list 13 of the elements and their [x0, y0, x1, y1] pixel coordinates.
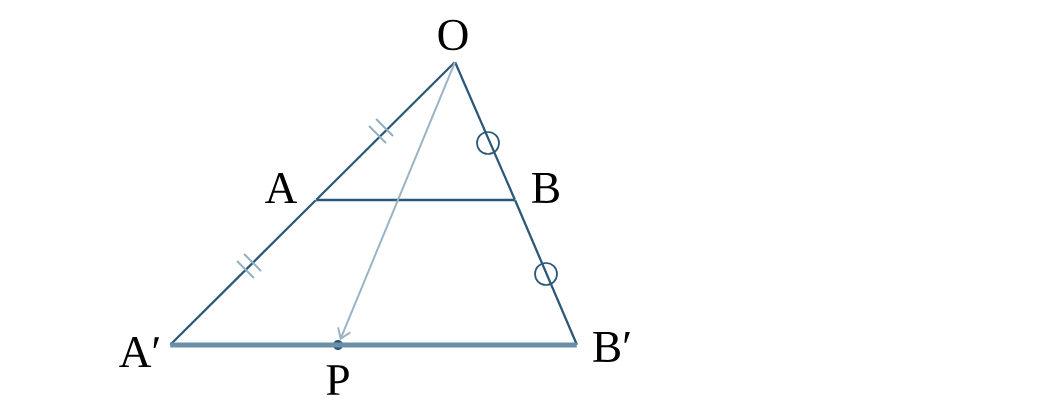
vertex-label: A	[265, 173, 298, 203]
line-segment	[170, 342, 577, 348]
vertex-label: B	[532, 173, 559, 203]
node-label: P	[326, 365, 349, 395]
arrow	[337, 61, 456, 341]
vertex-label: O	[438, 19, 468, 51]
line-segment	[315, 61, 456, 201]
line-segment	[316, 198, 515, 202]
line-segment	[169, 199, 317, 346]
line-segment	[514, 199, 578, 346]
vertex-label: A′	[119, 337, 160, 367]
vertex-label: B′	[593, 332, 630, 362]
line-segment	[454, 61, 516, 201]
